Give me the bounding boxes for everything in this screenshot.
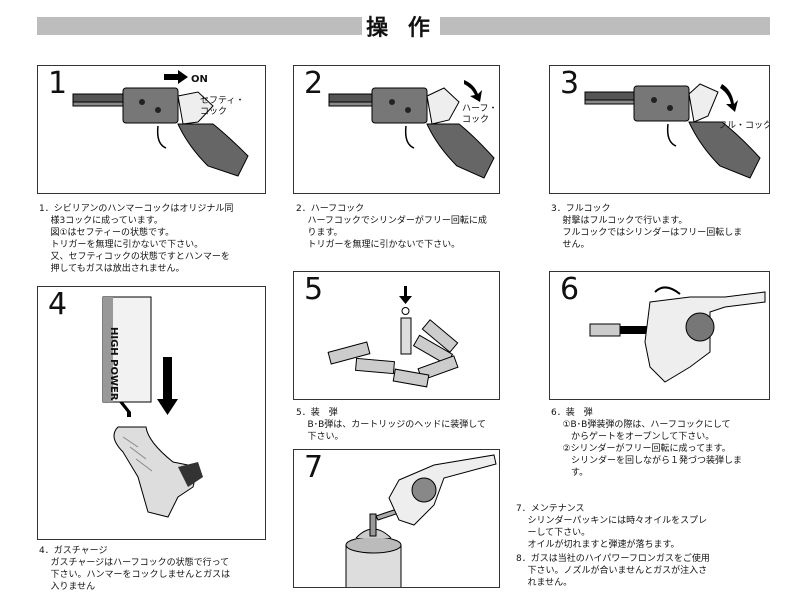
panel-2: 2 ハーフ・ コック: [293, 65, 500, 194]
caption-5: 5．装 弾 B･B弾は、カートリッジのヘッドに装弾して 下さい。: [296, 408, 487, 442]
caption-8: 8．ガスは当社のハイパワーフロンガスをご使用 下さい。ノズルが合いませんとガスが…: [516, 554, 710, 588]
panel-number: 3: [560, 66, 580, 101]
panel-4: 4 HIGH POWER: [37, 286, 266, 540]
panel-number: 7: [304, 450, 324, 485]
gas-charge-illustration: [102, 296, 203, 518]
panel-label: ハーフ・ コック: [462, 104, 498, 125]
panel-number: 4: [48, 287, 68, 322]
panel-number: 1: [48, 66, 68, 101]
cartridge-loading-illustration: [327, 286, 459, 388]
panel-label: セフティ・ コック: [200, 96, 245, 117]
revolver-fullcock-illustration: [584, 83, 761, 179]
revolver-safety-illustration: [72, 70, 249, 177]
caption-6: 6．装 弾 ①B･B弾装弾の際は、ハーフコックにして からゲートをオープンして下…: [551, 408, 743, 478]
badge-on: ON: [191, 74, 208, 85]
page-title: 操 作: [366, 16, 436, 41]
caption-3: 3．フルコック 射撃はフルコックで行います。 フルコックではシリンダーはフリー回…: [551, 204, 743, 250]
caption-2: 2．ハーフコック ハーフコックでシリンダーがフリー回転に成 ります。 トリガーを…: [296, 204, 487, 250]
header-bar-left: [37, 17, 362, 35]
cylinder-loading-illustration: [589, 286, 766, 383]
panel-number: 2: [304, 66, 324, 101]
panel-7: 7: [293, 449, 500, 588]
panel-label: フル・コック: [718, 121, 770, 131]
header-bar-right: [440, 17, 770, 35]
maintenance-oil-illustration: [345, 454, 497, 587]
panel-number: 6: [560, 272, 580, 307]
panel-3: 3 フル・コック: [549, 65, 770, 194]
caption-1: 1．シビリアンのハンマーコックはオリジナル同 様3コックに成っています。 図①は…: [39, 204, 234, 274]
can-label: HIGH POWER: [108, 327, 119, 401]
panel-5: 5: [293, 271, 500, 400]
caption-4: 4．ガスチャージ ガスチャージはハーフコックの状態で行って 下さい。ハンマーをコ…: [39, 546, 231, 592]
caption-7: 7．メンテナンス シリンダーパッキンには時々オイルをスプレ ーして下さい。 オイ…: [516, 504, 708, 550]
revolver-halfcock-illustration: [328, 80, 495, 179]
panel-6: 6: [549, 271, 770, 400]
panel-number: 5: [304, 272, 324, 307]
panel-1: 1 ON セフティ・ コック: [37, 65, 266, 194]
